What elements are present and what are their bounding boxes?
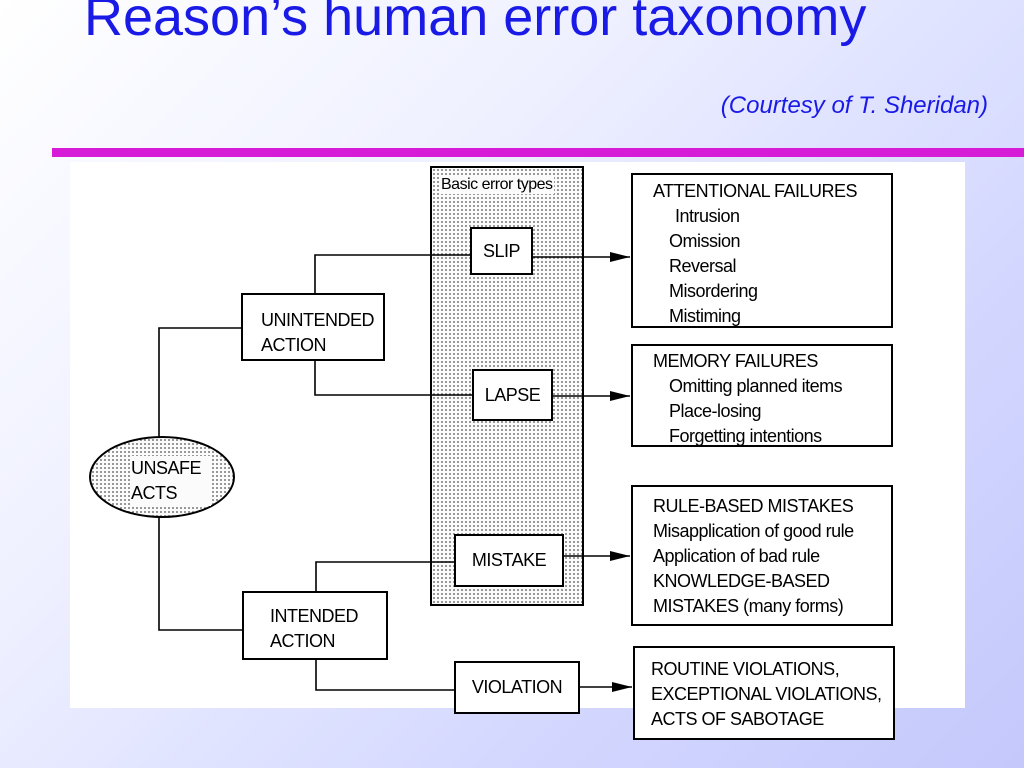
lapse-node: LAPSE xyxy=(472,369,553,421)
memory-item: Place-losing xyxy=(669,401,762,421)
violation-label: VIOLATION xyxy=(471,677,563,697)
memory-item: Forgetting intentions xyxy=(669,426,822,446)
line-root-intended xyxy=(158,476,242,631)
violation-types-box: ROUTINE VIOLATIONS, EXCEPTIONAL VIOLATIO… xyxy=(633,646,895,740)
lapse-label: LAPSE xyxy=(484,384,541,405)
mistake-label: MISTAKE xyxy=(471,550,547,570)
mistake-type-line: MISTAKES (many forms) xyxy=(653,596,844,616)
column-label: Basic error types xyxy=(440,176,554,194)
attentional-heading: ATTENTIONAL FAILURES xyxy=(653,181,858,201)
slide-subtitle: (Courtesy of T. Sheridan) xyxy=(720,92,988,119)
mistake-node: MISTAKE xyxy=(454,534,564,587)
attentional-item: Intrusion xyxy=(675,206,740,226)
slip-node: SLIP xyxy=(470,227,533,275)
line-intended-mistake xyxy=(315,561,454,591)
attentional-item: Mistiming xyxy=(669,306,741,326)
unsafe-acts-label: UNSAFE ACTS xyxy=(131,456,211,506)
mistake-type-line: RULE-BASED MISTAKES xyxy=(653,496,854,516)
slip-label: SLIP xyxy=(482,240,521,261)
slide-title: Reason’s human error taxonomy xyxy=(84,0,867,47)
violation-type-line: EXCEPTIONAL VIOLATIONS, xyxy=(651,684,882,704)
memory-failures-box: MEMORY FAILURES Omitting planned items P… xyxy=(631,344,893,447)
violation-type-line: ROUTINE VIOLATIONS, xyxy=(651,659,840,679)
intended-action-node: INTENDED ACTION xyxy=(242,591,388,660)
line-intended-violation xyxy=(315,659,454,691)
attentional-item: Misordering xyxy=(669,281,758,301)
violation-node: VIOLATION xyxy=(454,661,580,714)
mistake-type-line: Application of bad rule xyxy=(653,546,820,566)
memory-item: Omitting planned items xyxy=(669,376,843,396)
line-root-unintended xyxy=(158,327,241,476)
unintended-action-node: UNINTENDED ACTION xyxy=(241,293,385,361)
unintended-action-label: UNINTENDED ACTION xyxy=(261,310,375,355)
mistake-types-box: RULE-BASED MISTAKES Misapplication of go… xyxy=(631,485,893,626)
mistake-type-line: KNOWLEDGE-BASED xyxy=(653,571,830,591)
unsafe-acts-node: UNSAFE ACTS xyxy=(89,436,235,518)
attentional-failures-box: ATTENTIONAL FAILURES Intrusion Omission … xyxy=(631,173,893,328)
mistake-type-line: Misapplication of good rule xyxy=(653,521,854,541)
title-divider xyxy=(52,148,1024,157)
attentional-item: Omission xyxy=(669,231,741,251)
line-unintended-lapse xyxy=(314,360,472,396)
violation-type-line: ACTS OF SABOTAGE xyxy=(651,709,824,729)
intended-action-label: INTENDED ACTION xyxy=(270,606,359,651)
line-unintended-slip xyxy=(314,254,470,293)
memory-heading: MEMORY FAILURES xyxy=(653,351,818,371)
attentional-item: Reversal xyxy=(669,256,737,276)
